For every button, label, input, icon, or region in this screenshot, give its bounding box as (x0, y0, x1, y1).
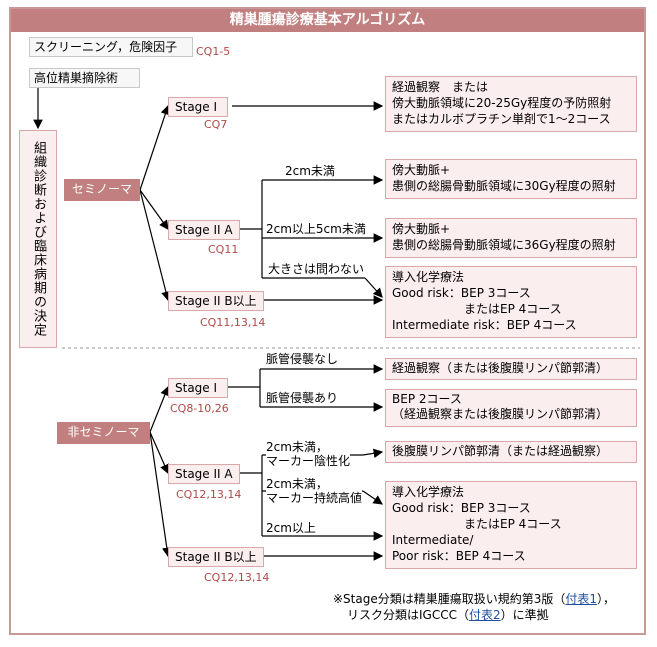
nonsem-result-chemo: 導入化学療法 Good risk：BEP 3コース またはEP 4コース Int… (385, 481, 637, 569)
arrow-sem-stage2a (139, 189, 169, 230)
footnote-line2: リスク分類はIGCCC（付表2）に準拠 (347, 608, 549, 623)
footnote-line1: ※Stage分類は精巣腫瘍取扱い規約第3版（付表1）， (333, 592, 615, 607)
arrow-nonsem-stage2a (149, 431, 170, 475)
sem-result-stage1: 経過観察 または 傍大動脈領域に20-25Gy程度の予防照射 またはカルボプラチ… (385, 76, 637, 132)
footnote-text: ※Stage分類は精巣腫瘍取扱い規約第3版（ (333, 592, 566, 606)
footnote-text: ）， (597, 592, 616, 606)
sem-result-36gy: 傍大動脈+ 患側の総腸骨動脈領域に36Gy程度の照射 (385, 218, 637, 258)
sem-stage1-cq: CQ7 (204, 118, 228, 131)
nonsem-result-bep2: BEP 2コース （経過観察または後腹膜リンパ節郭清） (385, 389, 637, 427)
screening-box: スクリーニング，危険因子 (29, 37, 193, 57)
arrow-nonsem-2a-neg (362, 448, 384, 459)
sem-result-30gy: 傍大動脈+ 患側の総腸骨動脈領域に30Gy程度の照射 (385, 159, 637, 199)
orchiectomy-box: 高位精巣摘除術 (29, 68, 140, 88)
nonseminoma-box: 非セミノーマ (57, 422, 150, 444)
page-title: 精巣腫瘍診療基本アルゴリズム (11, 9, 644, 32)
sem-stage1-box: Stage I (168, 97, 228, 117)
nonsem-result-observation: 経過観察（または後腹膜リンパ節郭清） (385, 358, 637, 380)
sem-cond-lt2: 2cm未満 (285, 164, 335, 178)
sem-stage2b-cq: CQ11,13,14 (200, 316, 266, 329)
arrow-nonsem-stage1 (149, 385, 170, 433)
footnote-text: ）に準拠 (500, 608, 549, 622)
nonsem-cond-ge2: 2cm以上 (266, 521, 316, 535)
nonsem-cond-lt2-high: 2cm未満， マーカー持続高値 (266, 477, 363, 505)
nonsem-cond-invasion: 脈管侵襲あり (266, 391, 339, 405)
nonsem-stage1-box: Stage I (168, 378, 228, 398)
nonsem-stage2a-box: Stage II A (168, 464, 240, 484)
sem-result-chemo: 導入化学療法 Good risk：BEP 3コース またはEP 4コース Int… (385, 266, 637, 338)
arrow-nonsem-stage2b (149, 431, 172, 558)
nonsem-stage2b-box: Stage II B以上 (168, 547, 264, 567)
sem-stage2a-box: Stage II A (168, 220, 240, 240)
arrow-sem-stage2b (139, 189, 171, 302)
nonsem-stage2a-cq: CQ12,13,14 (176, 488, 242, 501)
nonsem-cond-lt2-negative: 2cm未満， マーカー陰性化 (266, 440, 351, 468)
arrow-nonsem-2a-high (362, 490, 383, 505)
sem-cond-any: 大きさは問わない (268, 262, 365, 276)
footnote-text: リスク分類はIGCCC（ (347, 608, 469, 622)
screening-cq: CQ1-5 (196, 45, 231, 58)
arrow-sem-stage1 (139, 104, 170, 191)
arrow-sem-2a-any (364, 277, 383, 298)
sem-stage2a-cq: CQ11 (208, 243, 239, 256)
nonsem-result-rplnd: 後腹膜リンパ節郭清（または経過観察） (385, 441, 637, 463)
seminoma-box: セミノーマ (64, 179, 140, 201)
nonsem-stage2b-cq: CQ12,13,14 (204, 571, 270, 584)
appendix2-link[interactable]: 付表2 (468, 608, 501, 622)
appendix1-link[interactable]: 付表1 (565, 592, 598, 606)
nonsem-cond-no-invasion: 脈管侵襲なし (266, 352, 339, 366)
sem-stage2b-box: Stage II B以上 (168, 291, 264, 311)
nonsem-stage1-cq: CQ8-10,26 (170, 402, 229, 415)
diagnosis-box: 組織診断および臨床病期の決定 (19, 130, 57, 348)
sem-cond-2to5: 2cm以上5cm未満 (266, 222, 366, 236)
